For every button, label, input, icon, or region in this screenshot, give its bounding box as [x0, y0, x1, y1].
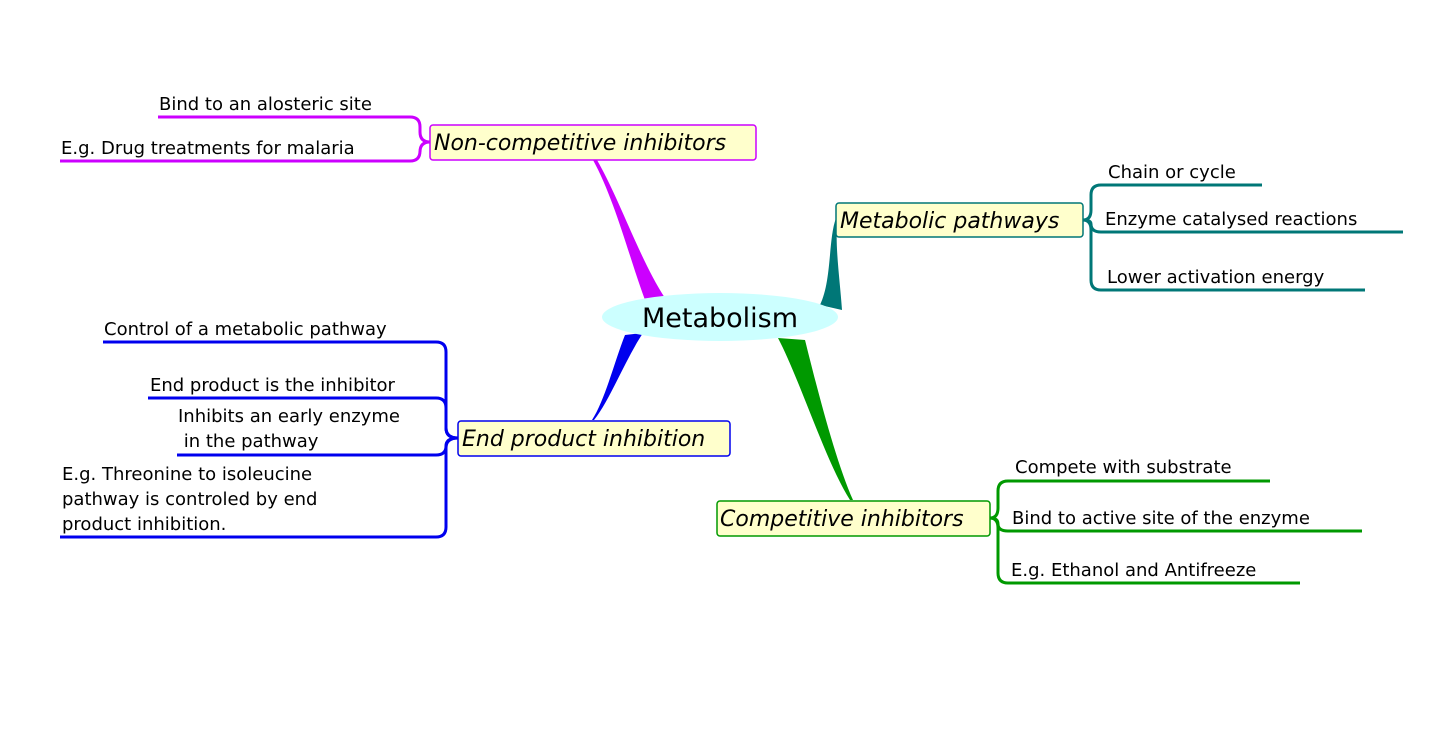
subtopic[interactable]: E.g. Threonine to isoleucine pathway is … — [62, 464, 323, 535]
subtopic[interactable]: Lower activation energy — [1107, 267, 1325, 288]
subtopic[interactable]: Bind to active site of the enzyme — [1012, 508, 1310, 529]
subtopic-line: pathway is controled by end — [62, 489, 317, 510]
connector-endproduct — [592, 333, 643, 420]
subtopic[interactable]: Compete with substrate — [1015, 457, 1232, 478]
topic-endproduct[interactable]: End product inhibition — [457, 420, 731, 457]
connector-pathways — [820, 218, 842, 310]
subtopic-line: Inhibits an early enzyme — [178, 406, 400, 427]
subtopic-line: E.g. Threonine to isoleucine — [62, 464, 312, 485]
topic-label: Metabolic pathways — [840, 209, 1059, 234]
topic-pathways[interactable]: Metabolic pathways — [835, 202, 1084, 238]
subtopic[interactable]: Chain or cycle — [1108, 162, 1236, 183]
branch-endproduct — [60, 340, 459, 539]
branch-noncompetitive — [60, 115, 431, 163]
subtopic[interactable]: E.g. Drug treatments for malaria — [61, 138, 355, 159]
branch-competitive — [989, 479, 1362, 585]
subtopic[interactable]: Control of a metabolic pathway — [104, 319, 387, 340]
connector-competitive — [778, 338, 853, 500]
central-topic[interactable]: Metabolism — [602, 293, 838, 341]
topic-competitive[interactable]: Competitive inhibitors — [716, 500, 991, 537]
subtopic-line: in the pathway — [178, 431, 319, 452]
topic-label: Competitive inhibitors — [720, 507, 964, 532]
subtopic[interactable]: Enzyme catalysed reactions — [1105, 209, 1357, 230]
topic-label: Non-competitive inhibitors — [434, 131, 726, 156]
subtopic[interactable]: Bind to an alosteric site — [159, 94, 372, 115]
topic-noncompetitive[interactable]: Non-competitive inhibitors — [429, 124, 757, 161]
central-topic-label: Metabolism — [642, 303, 798, 334]
subtopic[interactable]: Inhibits an early enzyme in the pathway — [0, 0, 429, 452]
subtopic[interactable]: E.g. Ethanol and Antifreeze — [1011, 560, 1256, 581]
topic-label: End product inhibition — [462, 427, 705, 452]
subtopic-line: product inhibition. — [62, 514, 226, 535]
subtopic[interactable]: End product is the inhibitor — [150, 375, 396, 396]
branch-pathways — [1082, 183, 1403, 292]
connector-noncompetitive — [593, 160, 665, 300]
